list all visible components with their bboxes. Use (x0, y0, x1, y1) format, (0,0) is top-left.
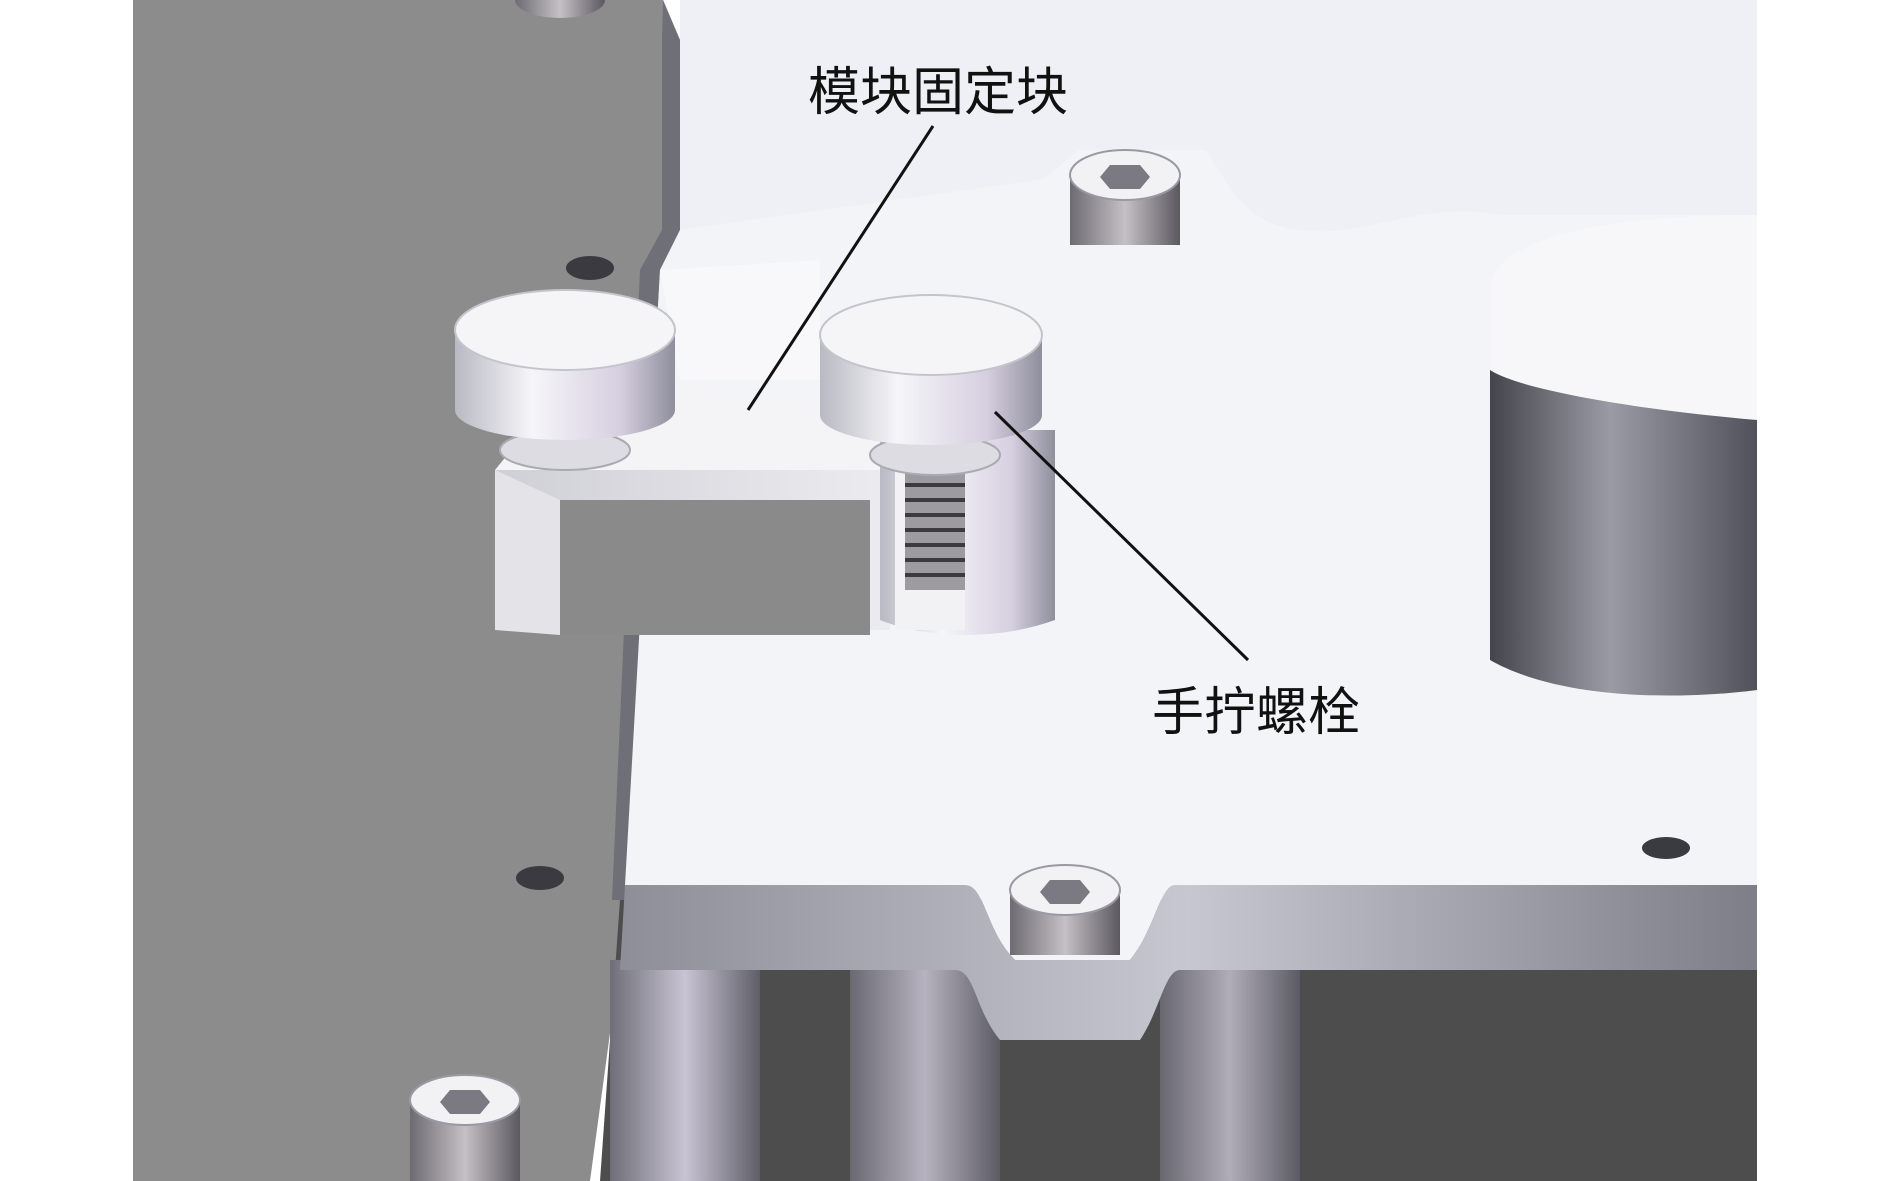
hole (516, 866, 564, 890)
leader-line-fixing-block (746, 125, 935, 411)
cap-screw-top-left (515, 0, 605, 18)
cap-screw-bottom (409, 1074, 521, 1181)
label-module-fixing-block: 模块固定块 (808, 63, 1068, 123)
hole (1642, 837, 1690, 859)
bolt-thread (905, 470, 965, 590)
mounting-plate-edge (620, 885, 1757, 1040)
housing-lip (610, 960, 760, 1181)
cap-screw-top (1069, 149, 1181, 245)
cap-screw-middle (1009, 864, 1121, 955)
hole (566, 256, 614, 280)
housing-lip-3 (1160, 950, 1300, 1181)
leader-line-thumb-screw (993, 410, 1250, 662)
label-thumb-screw: 手拧螺栓 (1152, 683, 1360, 743)
thumb-screw-left (454, 289, 676, 471)
background-shading (680, 0, 1757, 232)
large-cylinder-top (1490, 215, 1757, 420)
housing-lip-2 (850, 950, 1000, 1181)
thumb-screw-right (819, 294, 1043, 476)
